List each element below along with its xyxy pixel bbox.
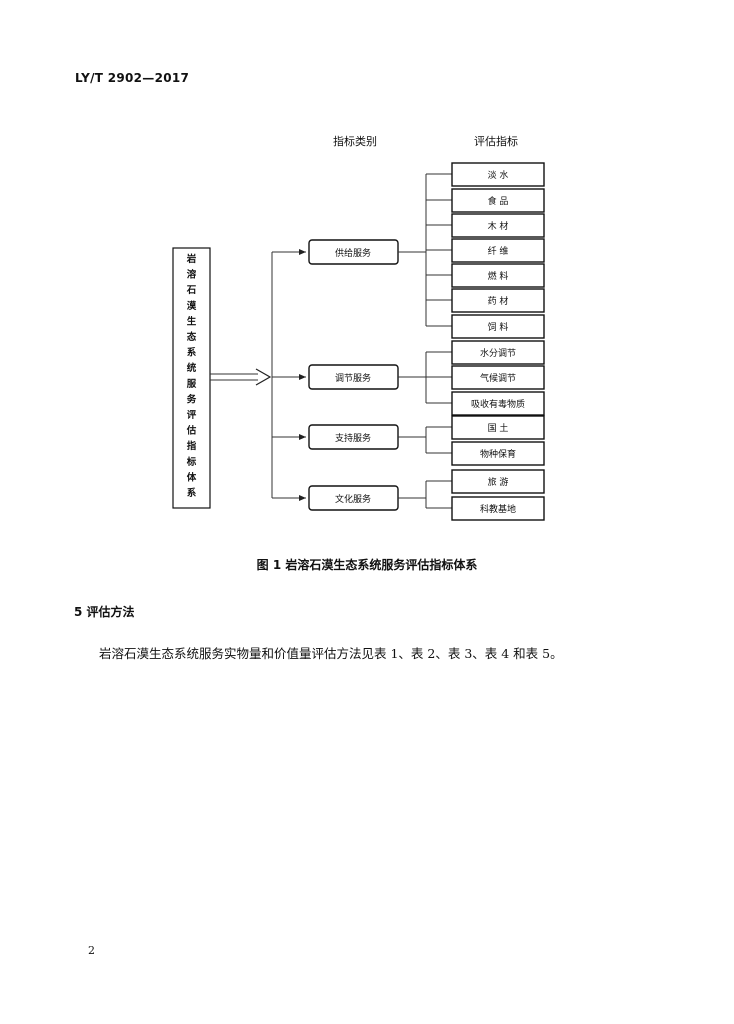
svg-text:淡 水: 淡 水 [488, 169, 509, 181]
root-label-char: 估 [186, 425, 197, 437]
root-label-char: 体 [187, 471, 197, 483]
indicator-旅游: 旅 游 [426, 469, 545, 494]
svg-text:物种保育: 物种保育 [480, 448, 516, 460]
indicator-气候调节: 气候调节 [426, 365, 545, 390]
indicator-吸收有毒物质: 吸收有毒物质 [426, 391, 545, 416]
category-label-regulation: 调节服务 [335, 372, 371, 384]
indicator-system-diagram: 岩溶石漠生态系统服务评估指标体系 供给服务 调节服务 支持服务 文化服务 淡 水… [172, 162, 545, 521]
page-number: 2 [88, 944, 95, 957]
double-arrow-head [255, 368, 272, 386]
body-paragraph: 岩溶石漠生态系统服务实物量和价值量评估方法见表 1、表 2、表 3、表 4 和表… [99, 646, 563, 661]
root-label-char: 标 [186, 456, 197, 468]
svg-text:药 材: 药 材 [488, 295, 509, 307]
svg-text:水分调节: 水分调节 [480, 347, 516, 359]
indicator-药材: 药 材 [426, 288, 545, 313]
root-label-char: 生 [187, 315, 197, 327]
svg-text:饲 料: 饲 料 [488, 321, 509, 333]
figure-caption: 图 1 岩溶石漠生态系统服务评估指标体系 [256, 558, 478, 572]
svg-text:纤 维: 纤 维 [488, 245, 509, 257]
root-label: 岩溶石漠生态系统服务评估指标体系 [186, 253, 197, 499]
root-label-char: 石 [186, 285, 197, 296]
indicator-水分调节: 水分调节 [426, 340, 545, 365]
svg-text:吸收有毒物质: 吸收有毒物质 [471, 398, 525, 410]
svg-text:旅 游: 旅 游 [488, 476, 509, 488]
root-label-char: 岩 [186, 253, 197, 265]
svg-text:科教基地: 科教基地 [480, 503, 516, 515]
category-label-culture: 文化服务 [335, 493, 371, 505]
indicator-木材: 木 材 [426, 213, 545, 238]
svg-text:食 品: 食 品 [488, 195, 509, 207]
root-label-char: 系 [187, 347, 197, 359]
indicator-国土: 国 土 [426, 415, 545, 440]
root-label-char: 态 [187, 331, 197, 343]
indicator-淡水: 淡 水 [426, 162, 545, 187]
svg-text:气候调节: 气候调节 [480, 372, 516, 384]
indicator-物种保育: 物种保育 [426, 441, 545, 466]
svg-text:燃 料: 燃 料 [488, 270, 509, 282]
indicator-饲料: 饲 料 [426, 314, 545, 339]
standard-code: LY/T 2902—2017 [75, 71, 190, 85]
root-label-char: 溶 [187, 269, 197, 281]
category-label-support: 支持服务 [335, 432, 371, 444]
category-label-supply: 供给服务 [335, 247, 371, 259]
root-label-char: 系 [187, 487, 197, 499]
svg-text:国 土: 国 土 [488, 422, 509, 434]
section-heading: 5 评估方法 [74, 605, 135, 619]
root-label-char: 统 [187, 362, 197, 374]
indicator-燃料: 燃 料 [426, 263, 545, 288]
root-label-char: 指 [187, 440, 197, 452]
svg-text:木 材: 木 材 [488, 220, 509, 232]
root-label-char: 漠 [187, 300, 197, 312]
indicator-食品: 食 品 [426, 188, 545, 213]
column-header-category: 指标类别 [333, 135, 377, 148]
indicator-科教基地: 科教基地 [426, 496, 545, 521]
root-label-char: 务 [187, 393, 197, 405]
indicator-纤维: 纤 维 [426, 238, 545, 263]
root-box [172, 247, 211, 509]
column-header-indicator: 评估指标 [474, 135, 518, 148]
root-label-char: 服 [187, 379, 197, 390]
root-label-char: 评 [187, 409, 197, 421]
